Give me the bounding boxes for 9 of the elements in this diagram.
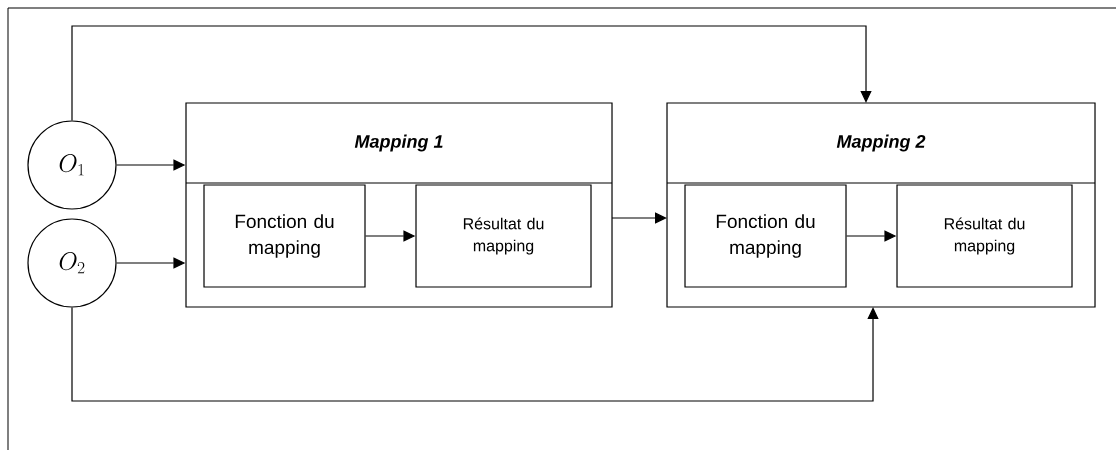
process-box: Résultat du mapping xyxy=(415,184,592,288)
circle-node: $O_2$ xyxy=(27,218,117,308)
arrow xyxy=(71,25,872,121)
arrow xyxy=(71,307,879,402)
process-box: Fonction du mapping xyxy=(684,184,847,288)
circle-node: $O_1$ xyxy=(27,120,117,210)
process-box: Résultat du mapping xyxy=(896,184,1073,288)
process-box: Fonction du mapping xyxy=(203,184,366,288)
arrow xyxy=(611,212,667,224)
